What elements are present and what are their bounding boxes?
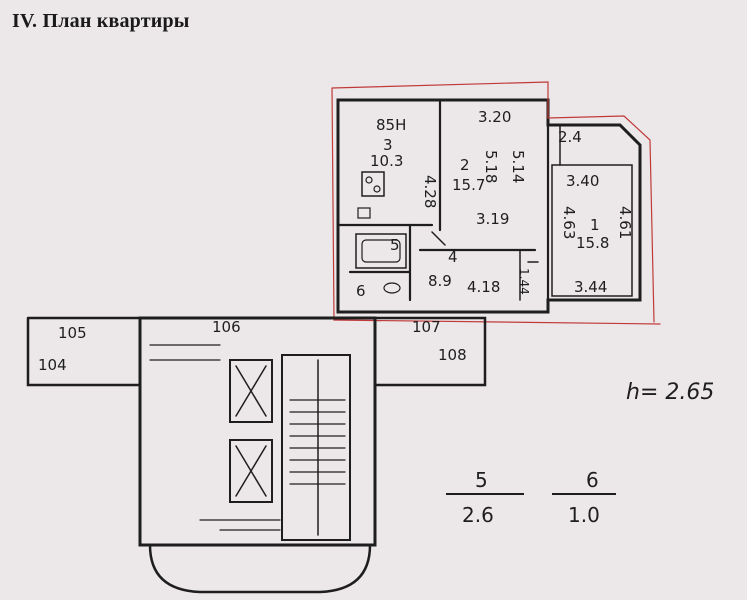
room4-area: 8.9 [428,272,452,290]
room1-area: 15.8 [576,234,609,252]
room1-bottom-dim: 3.44 [574,278,607,296]
wall-room1-inner [551,164,633,297]
stove-fixture [361,171,385,197]
fraction-room6-num: 6 [586,468,599,492]
elevator-shaft-2 [229,439,273,503]
toilet-fixture [383,282,401,294]
bathtub-fixture [355,233,407,269]
stair-flight [281,354,351,541]
room1-top-dim: 3.40 [566,172,599,190]
neighbor-apartment-right [373,316,487,387]
neighbor-label-105: 105 [58,324,87,342]
red-survey-line [331,81,661,325]
room3-side-dim: 4.28 [421,175,439,208]
stair-curve [148,543,372,594]
room3-area: 10.3 [370,152,403,170]
fraction-room5-num: 5 [475,468,488,492]
page-title: IV. План квартиры [12,10,190,32]
room3-number: 3 [383,136,393,154]
room2-side-b: 5.14 [509,150,527,183]
room2-top-dim: 3.20 [478,108,511,126]
room3-top-dim: 85H [376,116,406,134]
balcony-width: 2.4 [558,128,582,146]
neighbor-label-104: 104 [38,356,67,374]
room1-side-a: 4.63 [560,206,578,239]
room2-side-a: 5.18 [482,150,500,183]
neighbor-apartment-left [26,316,142,387]
room2-bottom-dim: 3.19 [476,210,509,228]
room1-side-b: 4.61 [616,206,634,239]
lower-building-outline [138,316,377,547]
fraction-room5-area: 2.6 [462,503,494,527]
room4-number: 4 [448,248,458,266]
room5-number: 5 [390,236,400,254]
neighbor-label-107: 107 [412,318,441,336]
fraction-room6-area: 1.0 [568,503,600,527]
room2-area: 15.7 [452,176,485,194]
room2-number: 2 [460,156,470,174]
ceiling-height-note: h= 2.65 [626,380,715,405]
neighbor-label-106: 106 [212,318,241,336]
room1-number: 1 [590,216,600,234]
wall-bath-toilet [348,223,412,302]
room4-side-dim: 4.18 [467,278,500,296]
elevator-shaft-1 [229,359,273,423]
sink-fixture [357,207,371,219]
room4-side-b-dim: 1.44 [517,268,531,295]
room6-number: 6 [356,282,366,300]
neighbor-label-108: 108 [438,346,467,364]
